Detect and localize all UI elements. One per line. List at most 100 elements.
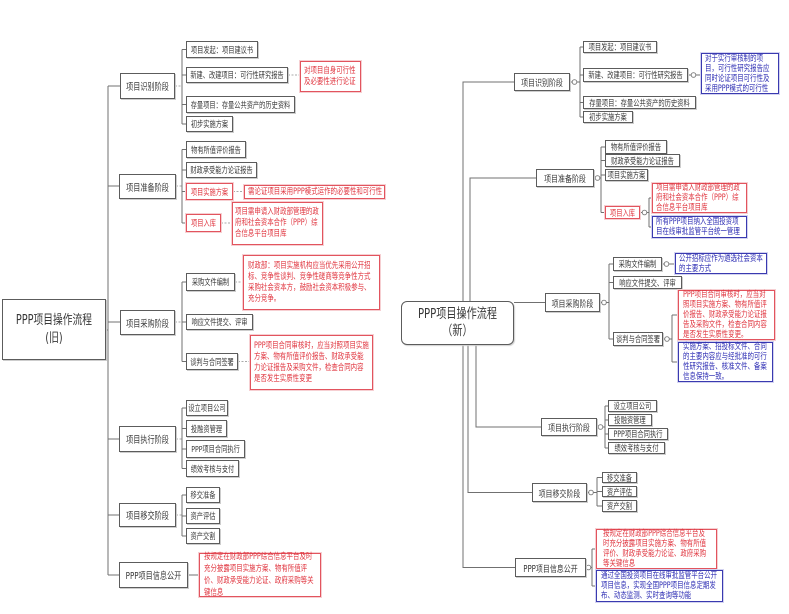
old-item-fiscal-capacity-report: 财政承受能力论证报告 (186, 162, 257, 178)
old-item-financing: 投融资管理 (186, 420, 227, 437)
old-note-red: 按规定在财政部PPP综合信息平台及时充分披露项目实施方案、物有所值评价、财政承受… (199, 552, 321, 598)
stage-label: 项目采购阶段 (551, 298, 594, 310)
new-item-fiscal-capacity-report: 财政承受能力论证报告 (605, 154, 680, 167)
old-item-existing-assets: 存量项目：存量公共资产的历史资料 (186, 96, 295, 113)
new-item-financing: 投融资管理 (608, 414, 652, 426)
new-item-initial-plan: 初步实施方案 (583, 111, 633, 123)
connector-bracket (181, 407, 186, 469)
old-note-red: 需论证项目采用PPP模式运作的必要性和可行性 (244, 185, 385, 199)
old-item-asset-delivery: 资产交割 (186, 528, 220, 544)
item-label: 采购文件编制 (191, 277, 230, 287)
stage-label: 项目识别阶段 (126, 82, 169, 93)
item-label: 项目实施方案 (607, 170, 646, 180)
stage-label: 项目准备阶段 (544, 174, 586, 185)
item-label: 存量项目：存量公共资产的历史资料 (589, 97, 690, 108)
connector-bracket (181, 149, 186, 224)
new-item-vfm-report: 物有所值评价报告 (605, 140, 667, 154)
item-label: 投融资管理 (614, 415, 646, 425)
new-item-negotiation-contract: 谈判与合同签署 (613, 332, 663, 346)
collapse-toggle-icon (597, 424, 604, 430)
note-text: 对项目自身可行性及必要性进行论证 (304, 65, 356, 87)
collapse-toggle-icon (588, 489, 594, 496)
item-label: 初步实施方案 (190, 119, 229, 129)
item-label: 资产评估 (606, 486, 633, 497)
old-item-contract-execution: PPP项目合同执行 (186, 440, 245, 458)
new-note-blue: 通过全国投资项目在线审批监管平台公开项目信息，实现全国PPP项目信息定期发布、动… (596, 570, 723, 602)
collapse-toggle-icon (594, 175, 601, 181)
old-item-performance-payment: 绩效考核与支付 (186, 460, 239, 477)
note-text: 按规定在财政部PPP综合信息平台及时充分披露项目实施方案、物有所值评价、财政承受… (603, 529, 707, 569)
old-stage-execution: 项目执行阶段 (119, 426, 176, 452)
note-text: 需论证项目采用PPP模式运作的必要性和可行性 (248, 186, 383, 197)
old-note-red: PPP项目合同审核时，应当对照项目实施方案、物有所值评价报告、财政承受能力论证报… (250, 335, 373, 390)
item-label: 资产评估 (190, 511, 216, 521)
new-note-red: PPP项目合同审核时，应当对照项目实施方案、物有所值评价报告、财政承受能力论证报… (678, 290, 775, 340)
connector-line (462, 345, 515, 568)
new-stage-procurement: 项目采购阶段 (545, 293, 600, 312)
old-item-initial-plan: 初步实施方案 (186, 116, 233, 132)
new-root-version: （新） (442, 323, 473, 339)
note-text: 财政部：项目实施机构应当优先采用公开招标、竞争性谈判、竞争性磋商等竞争性方式采购… (248, 260, 371, 304)
item-label: 存量项目：存量公共资产的历史资料 (190, 99, 291, 110)
new-item-feasibility-report: 新建、改建项目：可行性研究报告 (583, 68, 688, 82)
old-item-vfm-report: 物有所值评价报告 (186, 141, 246, 158)
note-text: 所有PPP项目纳入全国投资项目在线审批监管平台统一管理 (656, 217, 740, 237)
item-label: 谈判与合同签署 (616, 334, 660, 344)
stage-label: 项目移交阶段 (126, 511, 169, 522)
new-note-blue: 实施方案、招投标文件、合同的主要内容应与经批准的可行性研究报告、核准文件、备案信… (678, 342, 773, 382)
collapse-toggle-icon (663, 261, 670, 267)
new-flow-root-node: PPP项目操作流程 （新） (401, 301, 514, 345)
old-item-implementation-plan: 项目实施方案 (186, 183, 233, 200)
item-label: 投融资管理 (190, 423, 223, 434)
item-label: 项目入库 (609, 207, 636, 218)
new-stage-transfer: 项目移交阶段 (532, 483, 587, 502)
new-item-transfer-prep: 移交准备 (602, 472, 637, 483)
note-text: 对于实行审核制的项目，可行性研究报告应同时论证项目可行性及采用PPP模式的可行性 (705, 53, 770, 94)
item-label: 项目发起：项目建议书 (190, 44, 254, 55)
stage-label: 项目移交阶段 (538, 488, 581, 500)
item-label: 设立项目公司 (188, 403, 226, 413)
item-label: 物有所值评价报告 (610, 142, 662, 152)
old-item-response-review: 响应文件提交、评审 (186, 314, 253, 330)
collapse-toggle-icon (641, 209, 648, 216)
new-stage-identification: 项目识别阶段 (514, 73, 570, 91)
new-item-set-up-company: 设立项目公司 (608, 400, 657, 412)
note-text: 按规定在财政部PPP综合信息平台及时充分披露项目实施方案、物有所值评价、财政承受… (204, 552, 314, 598)
stage-label: PPP项目信息公开 (523, 563, 578, 575)
item-label: PPP项目合同执行 (191, 444, 240, 454)
item-label: 响应文件提交、评审 (191, 317, 248, 327)
connector-line (475, 345, 541, 428)
old-note-red: 财政部：项目实施机构应当优先采用公开招标、竞争性谈判、竞争性磋商等竞争性方式采购… (243, 255, 380, 310)
old-stage-procurement: 项目采购阶段 (120, 310, 175, 335)
old-note-red: 对项目自身可行性及必要性进行论证 (300, 61, 361, 92)
collapse-toggle-icon (571, 79, 578, 85)
note-text: 项目需申请入财政部管理的政府和社会资本合作（PPP）综合信息平台项目库 (235, 207, 319, 239)
collapse-toggle-icon (664, 336, 670, 342)
connector-bracket (181, 494, 186, 537)
item-label: 财政承受能力论证报告 (611, 155, 674, 166)
item-label: 移交准备 (190, 490, 216, 500)
item-label: 资产交割 (190, 531, 216, 541)
item-label: PPP项目合同执行 (613, 429, 663, 439)
collapse-toggle-icon (690, 72, 697, 78)
old-stage-preparation: 项目准备阶段 (119, 174, 176, 199)
old-item-negotiation-contract: 谈判与合同签署 (186, 353, 238, 370)
item-label: 谈判与合同签署 (190, 356, 234, 367)
new-note-blue: 所有PPP项目纳入全国投资项目在线审批监管平台统一管理 (652, 216, 747, 238)
new-item-project-library: 项目入库 (605, 206, 640, 219)
old-item-transfer-prep: 移交准备 (186, 487, 220, 503)
connector-bracket (181, 49, 186, 125)
item-label: 绩效考核与支付 (190, 463, 235, 474)
new-note-red: 按规定在财政部PPP综合信息平台及时充分披露项目实施方案、物有所值评价、财政承受… (596, 529, 717, 569)
new-item-asset-delivery: 资产交割 (602, 500, 637, 512)
stage-label: 项目准备阶段 (126, 182, 169, 194)
connector-line (467, 345, 532, 493)
old-item-project-library: 项目入库 (186, 214, 221, 232)
new-stage-preparation: 项目准备阶段 (536, 169, 594, 187)
collapse-toggle-icon (601, 299, 607, 306)
stage-label: PPP项目信息公开 (125, 571, 182, 582)
connector-line (469, 177, 536, 301)
new-item-contract-execution: PPP项目合同执行 (608, 428, 668, 440)
connector-bracket (181, 281, 186, 362)
